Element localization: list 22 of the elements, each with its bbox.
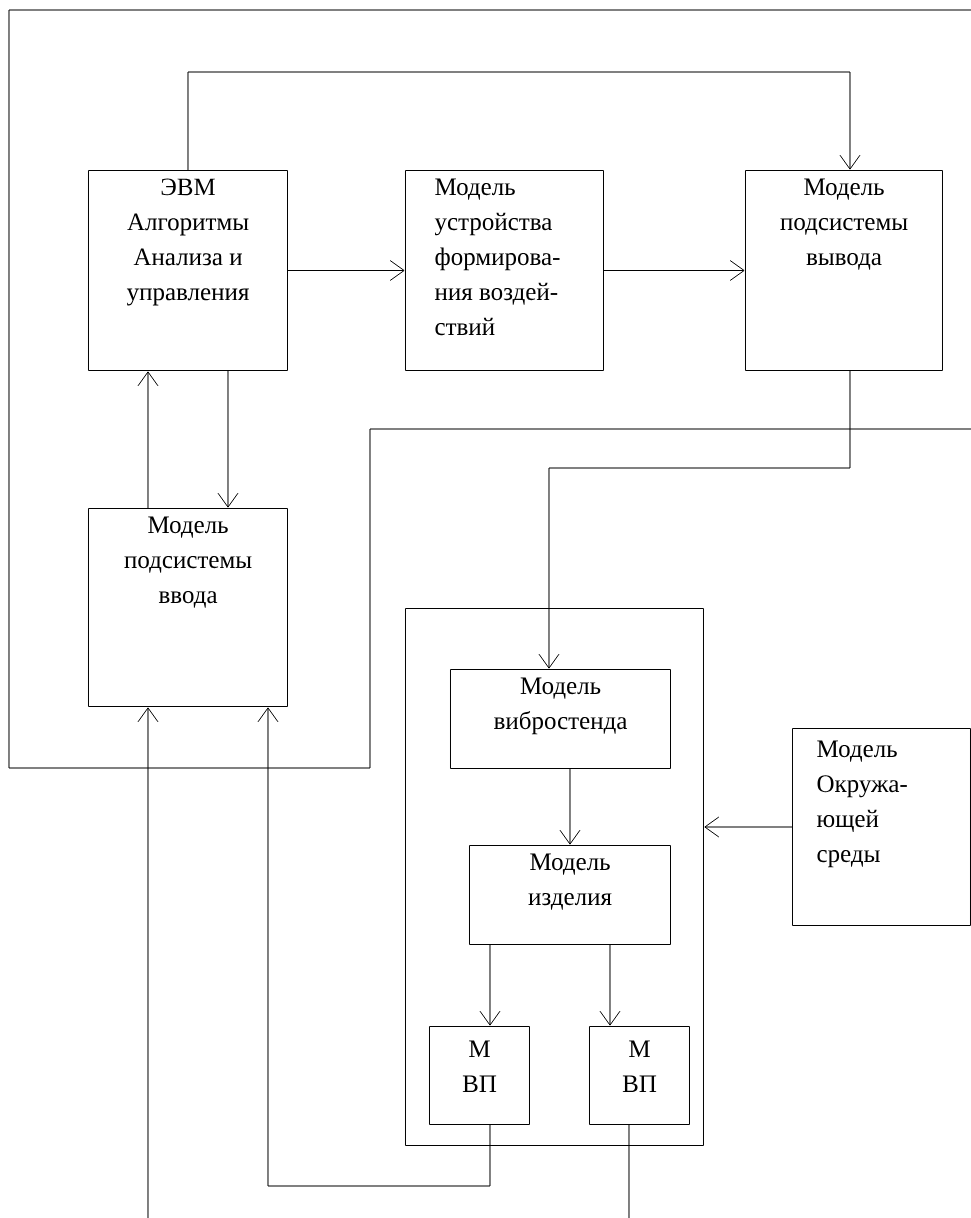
- arrow: [287, 260, 405, 281]
- arrow: [257, 707, 491, 1187]
- process-box: М ВП: [429, 1026, 530, 1125]
- arrow: [559, 768, 581, 845]
- arrow: [217, 370, 239, 508]
- process-box: Модель вибростенда: [450, 669, 671, 769]
- process-box: Модель изделия: [469, 845, 671, 945]
- arrow: [137, 707, 159, 1218]
- process-box: ЭВМ Алгоритмы Анализа и управления: [88, 170, 288, 371]
- arrow: [137, 371, 159, 509]
- process-box: Модель подсистемы ввода: [88, 508, 288, 707]
- arrow: [603, 260, 745, 281]
- arrow: [599, 944, 621, 1026]
- arrow: [479, 944, 501, 1026]
- process-box: М ВП: [589, 1026, 690, 1125]
- process-box: Модель Окружа- ющей среды: [792, 728, 971, 926]
- arrow: [187, 71, 861, 171]
- group-frame: [405, 608, 704, 1146]
- arrow: [538, 370, 851, 669]
- arrow: [704, 816, 793, 838]
- process-box: Модель подсистемы вывода: [745, 170, 943, 371]
- process-box: Модель устройства формирова- ния воздей- ствий: [405, 170, 604, 371]
